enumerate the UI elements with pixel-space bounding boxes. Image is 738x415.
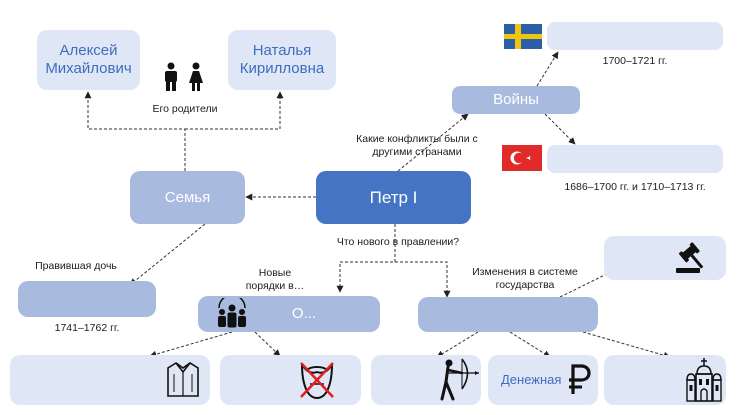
governance-question: Что нового в правлении? [336,236,460,248]
father-name: Алексей Михайлович [45,42,132,77]
turkey-war-box [547,145,723,173]
mother-name: Наталья Кирилловна [239,42,325,77]
gavel-icon [676,242,704,273]
wars-question: Какие конфликты были с другими странами [356,133,478,158]
woman-icon [189,62,203,91]
sweden-flag-icon [504,24,542,49]
ruble-icon [569,364,591,394]
daughter-caption: Правившая дочь [35,260,117,272]
new-orders-caption: Новые порядки в… [245,267,305,292]
shirt-icon [167,362,199,397]
man-icon [165,62,177,91]
mother-box: Наталья Кирилловна [228,30,336,90]
beard-box [220,355,361,405]
parents-caption: Его родители [152,103,218,115]
people-group-icon [218,298,246,328]
center-box: Петр I [316,171,471,224]
church-box [604,355,726,405]
daughter-box [18,281,156,317]
daughter-years: 1741–1762 гг. [54,322,120,334]
wars-box: Войны [452,86,580,114]
turkey-flag-icon [502,145,542,171]
family-box: Семья [130,171,245,224]
currency-label: Денежная [501,372,562,387]
sweden-years: 1700–1721 гг. [602,55,668,67]
new-orders-label: О... [291,305,317,322]
father-box: Алексей Михайлович [37,30,140,90]
crossed-beard-icon [300,362,334,400]
state-changes-caption: Изменения в системе государства [472,266,578,291]
family-label: Семья [164,188,211,206]
gavel-box [604,236,726,280]
state-changes-box [418,297,598,332]
army-box [371,355,481,405]
archer-icon [440,358,479,401]
sweden-war-box [547,22,723,50]
center-label: Петр I [369,187,418,207]
cathedral-icon [686,358,722,402]
wars-label: Войны [493,91,539,108]
turkey-years: 1686–1700 гг. и 1710–1713 гг. [564,181,706,193]
